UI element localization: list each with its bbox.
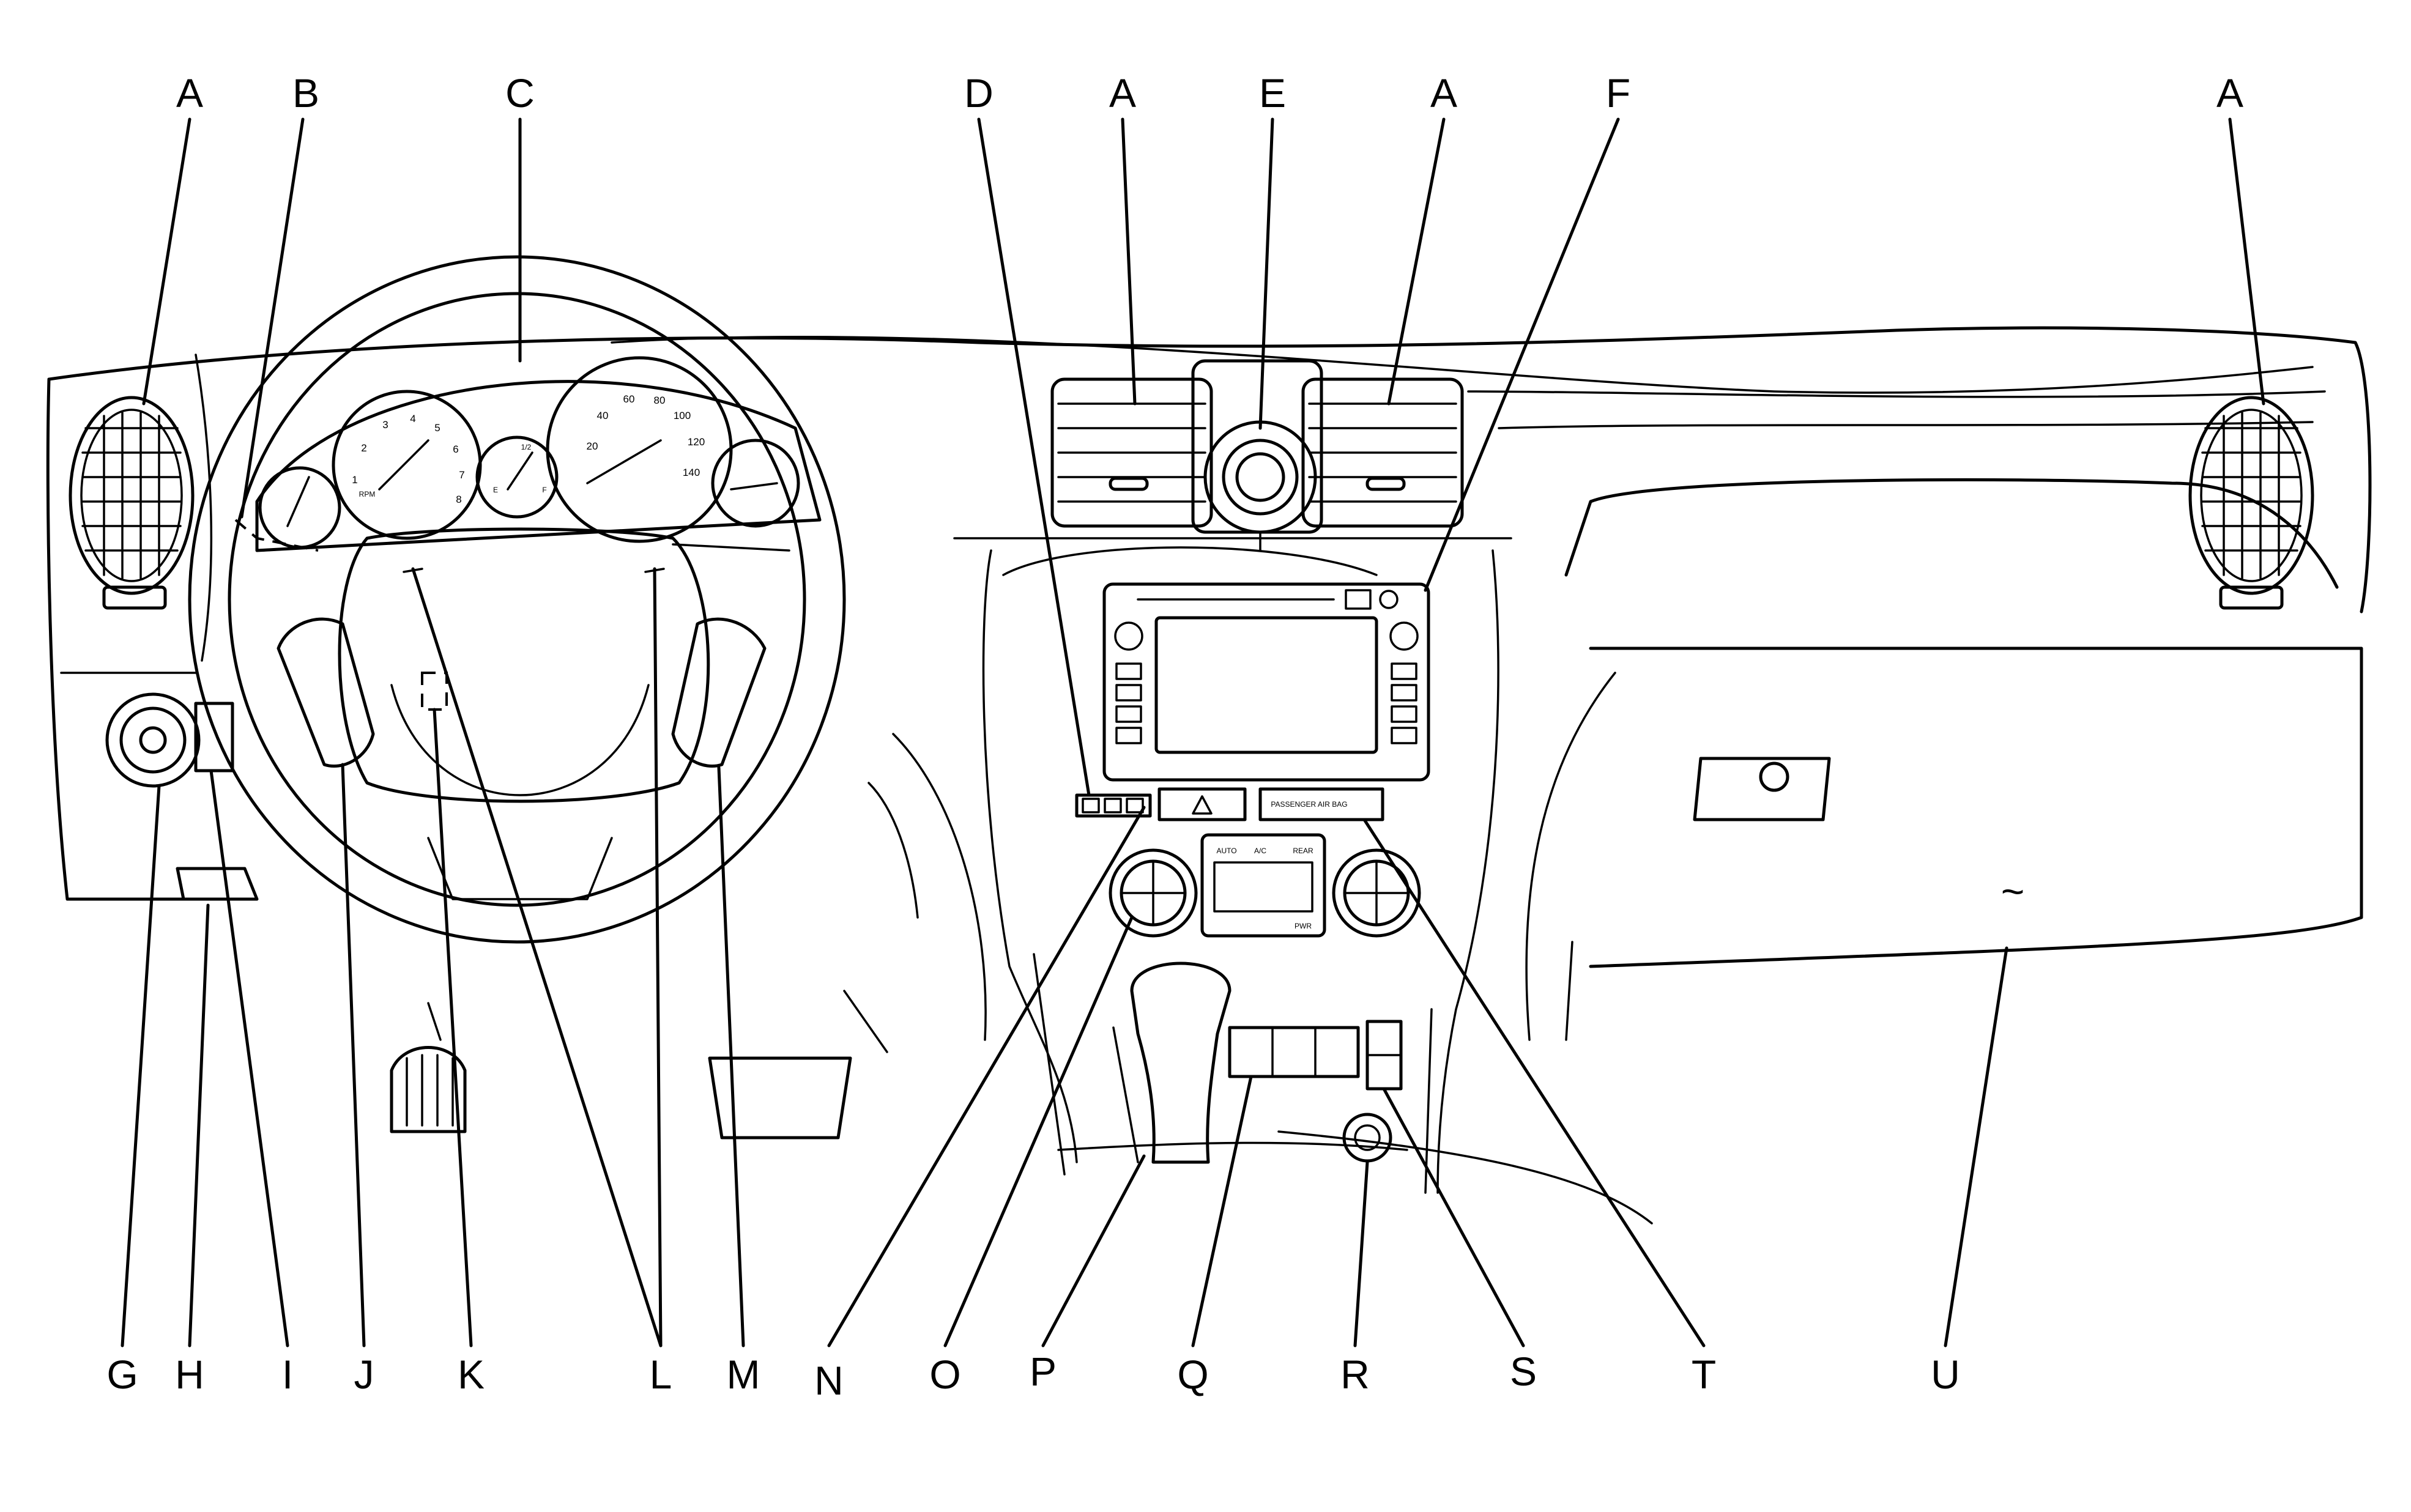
callout-f: F <box>1606 70 1630 116</box>
callout-u: U <box>1931 1352 1960 1397</box>
speedo-tick-20: 20 <box>587 440 598 452</box>
shift-lever <box>1130 962 1232 1164</box>
callout-s: S <box>1510 1349 1537 1394</box>
callout-p: P <box>1030 1349 1057 1394</box>
left-small-gauge <box>258 466 341 549</box>
callout-labels-bottom: G H I J K L M N O P Q R S T U <box>106 1349 1960 1403</box>
callout-b: B <box>292 70 319 116</box>
tach-tick-3: 3 <box>382 419 388 431</box>
tach-tick-6: 6 <box>453 443 458 455</box>
fuel-gauge-empty: E <box>493 486 498 494</box>
climate-pwr-label: PWR <box>1295 922 1312 930</box>
speedo-tick-100: 100 <box>674 410 691 421</box>
glove-box: ~ <box>1693 757 2025 914</box>
climate-rear-label: REAR <box>1293 847 1313 855</box>
right-small-gauge <box>711 439 800 528</box>
callout-o: O <box>929 1352 960 1397</box>
callout-e: E <box>1259 70 1286 116</box>
right-outer-vent <box>2188 396 2314 610</box>
callout-a-right: A <box>2216 70 2243 116</box>
tach-tick-8: 8 <box>456 494 461 505</box>
callout-m: M <box>727 1352 760 1397</box>
tach-tick-1: 1 <box>352 474 357 486</box>
passenger-airbag-label: PASSENGER AIR BAG <box>1271 800 1347 809</box>
center-switch-row: PASSENGER AIR BAG <box>1075 787 1384 821</box>
tach-tick-7: 7 <box>459 469 464 481</box>
speedo-tick-80: 80 <box>654 395 666 406</box>
tach-tick-4: 4 <box>410 413 415 424</box>
speedo-tick-60: 60 <box>623 393 635 405</box>
callout-l: L <box>650 1352 672 1397</box>
speedo-tick-120: 120 <box>688 436 705 448</box>
fuel-gauge <box>475 435 559 519</box>
tach-tick-5: 5 <box>434 422 440 434</box>
fuel-gauge-half: 1/2 <box>521 443 532 451</box>
tachometer <box>332 390 482 540</box>
leader-lines <box>121 117 2265 1347</box>
instrument-cluster: 1 2 3 4 5 6 7 8 RPM 1/2 E F 20 40 60 80 … <box>255 356 822 552</box>
light-switch <box>105 692 234 788</box>
climate-ac-label: A/C <box>1254 847 1266 855</box>
callout-j: J <box>354 1352 374 1397</box>
callout-g: G <box>106 1352 138 1397</box>
steering-wheel <box>188 255 846 944</box>
callout-a-left: A <box>176 70 203 116</box>
hazard-triangle-icon <box>1192 795 1213 815</box>
speedo-tick-140: 140 <box>683 467 700 478</box>
climate-auto-label: AUTO <box>1216 847 1236 855</box>
tach-tick-2: 2 <box>361 442 366 454</box>
center-console <box>1112 962 1433 1194</box>
power-outlet <box>1342 1113 1392 1163</box>
callout-q: Q <box>1177 1352 1208 1397</box>
glovebox-symbol: ~ <box>2001 869 2025 914</box>
fuel-gauge-full: F <box>542 486 546 494</box>
callout-i: I <box>282 1352 293 1397</box>
callout-r: R <box>1340 1352 1370 1397</box>
climate-control-panel: AUTO A/C REAR PWR <box>1109 833 1421 938</box>
pedals <box>390 990 888 1140</box>
radio-navigation-unit <box>1102 582 1430 782</box>
callout-c: C <box>505 70 535 116</box>
hood-release <box>176 867 259 901</box>
right-steering-controls <box>671 617 767 768</box>
tach-rpm-label: RPM <box>359 490 376 498</box>
callout-n: N <box>814 1358 844 1403</box>
speedo-tick-40: 40 <box>597 410 609 421</box>
callout-a-center-right: A <box>1430 70 1457 116</box>
callout-labels-top: A B C D A E A F A <box>176 70 2243 116</box>
callout-k: K <box>458 1352 485 1397</box>
callout-h: H <box>175 1352 204 1397</box>
left-steering-controls <box>277 617 375 768</box>
callout-d: D <box>964 70 994 116</box>
callout-t: T <box>1692 1352 1716 1397</box>
callout-a-center-left: A <box>1109 70 1136 116</box>
left-outer-vent <box>69 396 195 610</box>
